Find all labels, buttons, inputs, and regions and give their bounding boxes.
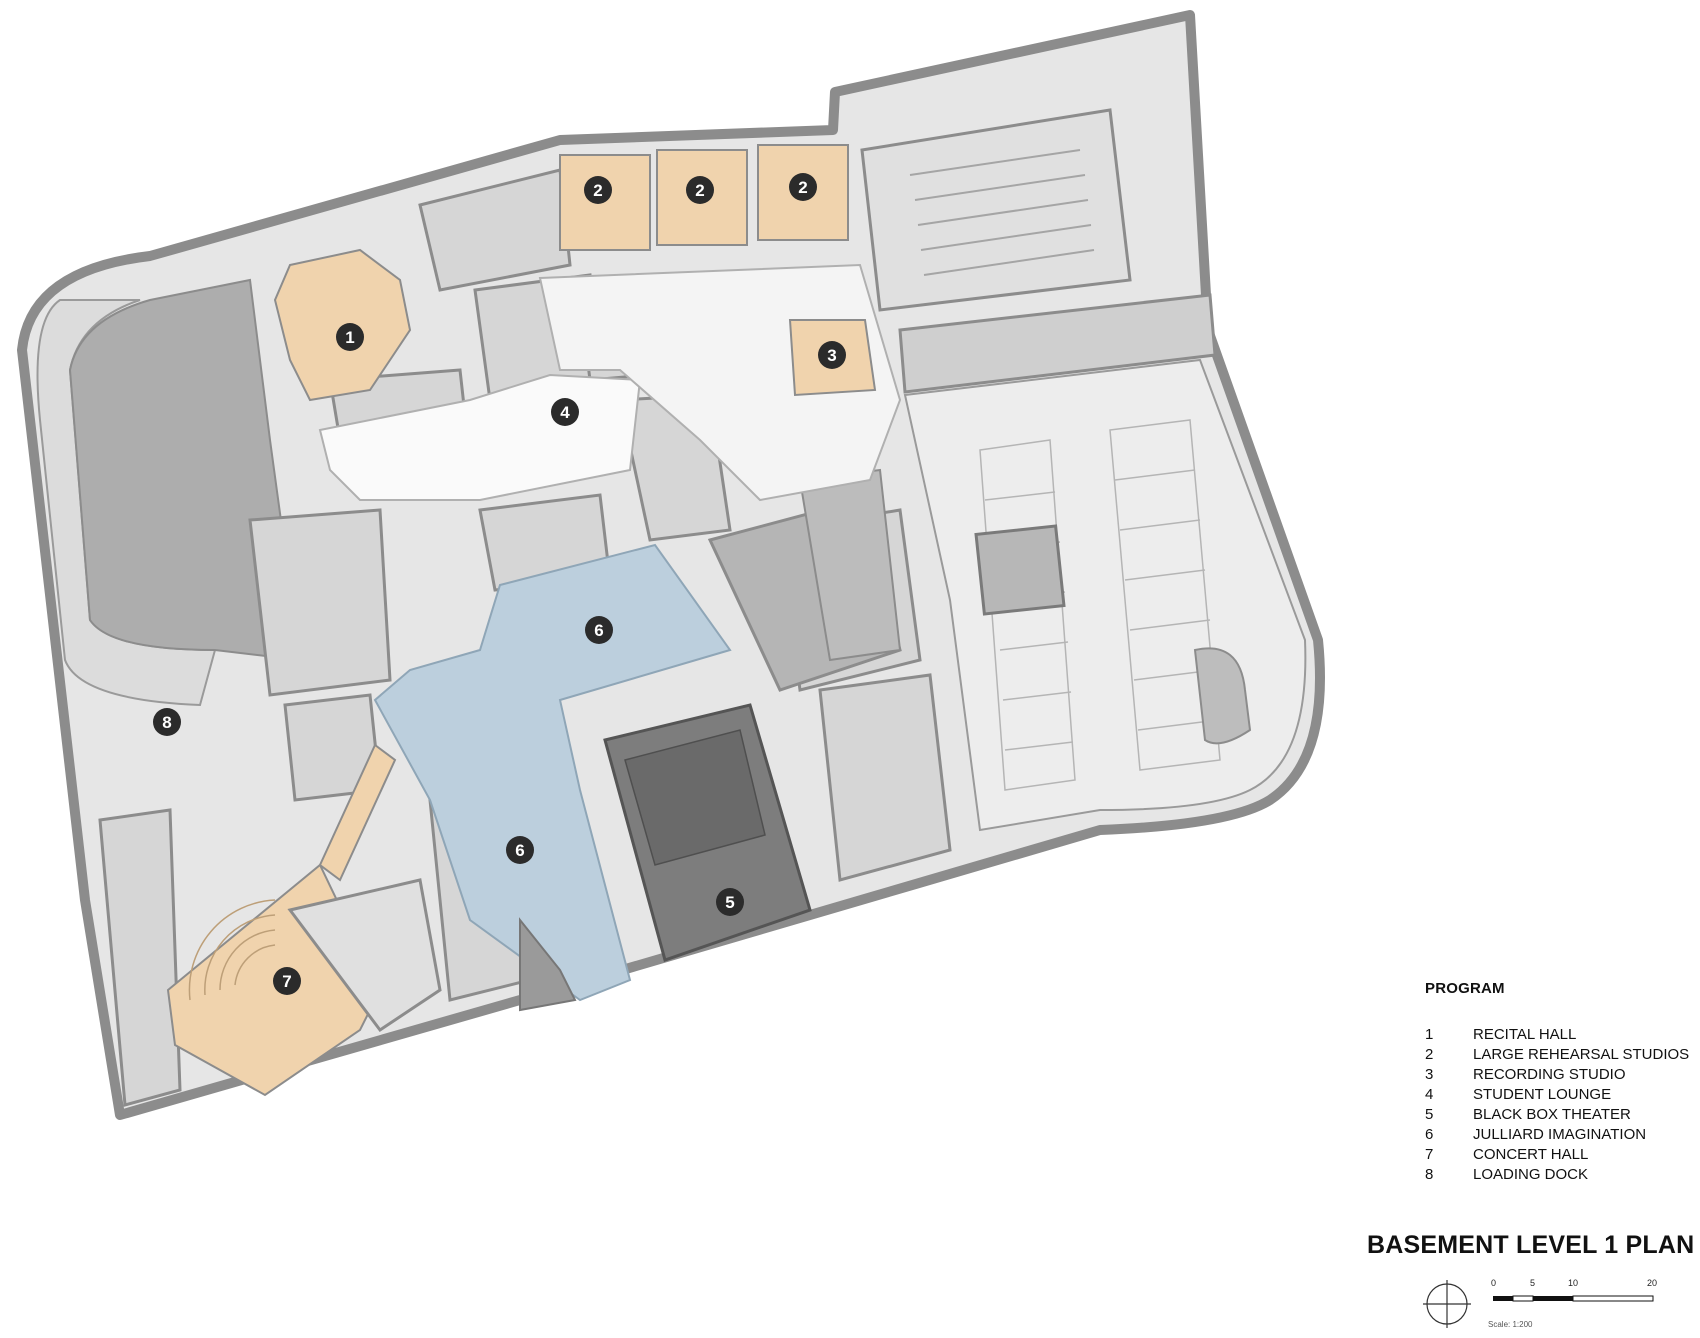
svg-text:2: 2 bbox=[695, 181, 704, 200]
svg-text:7: 7 bbox=[282, 972, 291, 991]
marker-2c: 2 bbox=[789, 173, 817, 201]
legend-item-label: RECITAL HALL bbox=[1473, 1026, 1577, 1043]
parking-core bbox=[974, 524, 1066, 616]
marker-6a: 6 bbox=[585, 616, 613, 644]
marker-6b: 6 bbox=[506, 836, 534, 864]
scale-tick-label: 20 bbox=[1647, 1278, 1658, 1288]
svg-text:2: 2 bbox=[593, 181, 602, 200]
rehearsal-studios bbox=[559, 144, 849, 251]
legend-item-num: 5 bbox=[1425, 1106, 1434, 1123]
julliard-imagination bbox=[373, 543, 732, 1002]
legend-item: 4 STUDENT LOUNGE bbox=[1425, 1085, 1695, 1105]
scale-tick-label: 5 bbox=[1530, 1278, 1536, 1288]
legend-item-label: STUDENT LOUNGE bbox=[1473, 1086, 1612, 1103]
svg-text:4: 4 bbox=[560, 403, 570, 422]
stair-wedge bbox=[519, 917, 577, 1012]
storage-block bbox=[860, 108, 1132, 312]
legend-item-num: 8 bbox=[1425, 1166, 1434, 1183]
svg-text:5: 5 bbox=[725, 893, 734, 912]
legend-item-num: 4 bbox=[1425, 1086, 1434, 1103]
scale-tick-label: 10 bbox=[1568, 1278, 1579, 1288]
legend-item-num: 7 bbox=[1425, 1146, 1434, 1163]
legend-item: 3 RECORDING STUDIO bbox=[1425, 1065, 1695, 1085]
legend-item: 1 RECITAL HALL bbox=[1425, 1025, 1695, 1045]
dark-ramp bbox=[68, 278, 302, 662]
legend-item: 7 CONCERT HALL bbox=[1425, 1145, 1695, 1165]
marker-8: 8 bbox=[153, 708, 181, 736]
marker-2b: 2 bbox=[686, 176, 714, 204]
marker-4: 4 bbox=[551, 398, 579, 426]
legend-title: PROGRAM bbox=[1425, 980, 1505, 997]
marker-2a: 2 bbox=[584, 176, 612, 204]
plan-title: BASEMENT LEVEL 1 PLAN bbox=[1367, 1231, 1695, 1259]
svg-text:3: 3 bbox=[827, 346, 836, 365]
scale-tick-label: 0 bbox=[1491, 1278, 1497, 1288]
legend-item-label: RECORDING STUDIO bbox=[1473, 1066, 1626, 1083]
scale-caption: Scale: 1:200 bbox=[1488, 1320, 1533, 1329]
legend-item-num: 2 bbox=[1425, 1046, 1434, 1063]
legend-item-num: 6 bbox=[1425, 1126, 1434, 1143]
north-arrow-icon bbox=[1423, 1280, 1471, 1328]
marker-7: 7 bbox=[273, 967, 301, 995]
legend-item-num: 1 bbox=[1425, 1026, 1434, 1043]
svg-text:2: 2 bbox=[798, 178, 807, 197]
recital-hall bbox=[273, 248, 412, 402]
parking-ramp-shape bbox=[1193, 647, 1252, 745]
marker-3: 3 bbox=[818, 341, 846, 369]
legend-item: 6 JULLIARD IMAGINATION bbox=[1425, 1125, 1695, 1145]
upper-rooms-band bbox=[898, 293, 1217, 394]
svg-text:8: 8 bbox=[162, 713, 171, 732]
legend-item-label: CONCERT HALL bbox=[1473, 1146, 1589, 1163]
scale-bar bbox=[1493, 1295, 1654, 1302]
black-box-seating bbox=[624, 729, 766, 866]
concert-seating-arcs bbox=[188, 899, 276, 1001]
legend-item-label: BLACK BOX THEATER bbox=[1473, 1106, 1631, 1123]
legend-item: 8 LOADING DOCK bbox=[1425, 1165, 1695, 1185]
legend-item: 2 LARGE REHEARSAL STUDIOS bbox=[1425, 1045, 1695, 1065]
program-legend: PROGRAM 1 RECITAL HALL 2 LARGE REHEARSAL S… bbox=[1425, 980, 1695, 1185]
concert-stage bbox=[287, 878, 442, 1033]
legend-item: 5 BLACK BOX THEATER bbox=[1425, 1105, 1695, 1125]
svg-text:1: 1 bbox=[345, 328, 354, 347]
storage-racks bbox=[909, 149, 1095, 276]
concert-hall-lobby bbox=[318, 743, 397, 882]
legend-item-label: JULLIARD IMAGINATION bbox=[1473, 1126, 1647, 1143]
marker-1: 1 bbox=[336, 323, 364, 351]
legend-item-label: LOADING DOCK bbox=[1473, 1166, 1589, 1183]
marker-5: 5 bbox=[716, 888, 744, 916]
scale-labels: 0 5 10 20 Scale: 1:200 bbox=[1420, 1278, 1680, 1329]
legend-item-label: LARGE REHEARSAL STUDIOS bbox=[1473, 1046, 1690, 1063]
svg-text:6: 6 bbox=[594, 621, 603, 640]
svg-text:6: 6 bbox=[515, 841, 524, 860]
legend-item-num: 3 bbox=[1425, 1066, 1434, 1083]
